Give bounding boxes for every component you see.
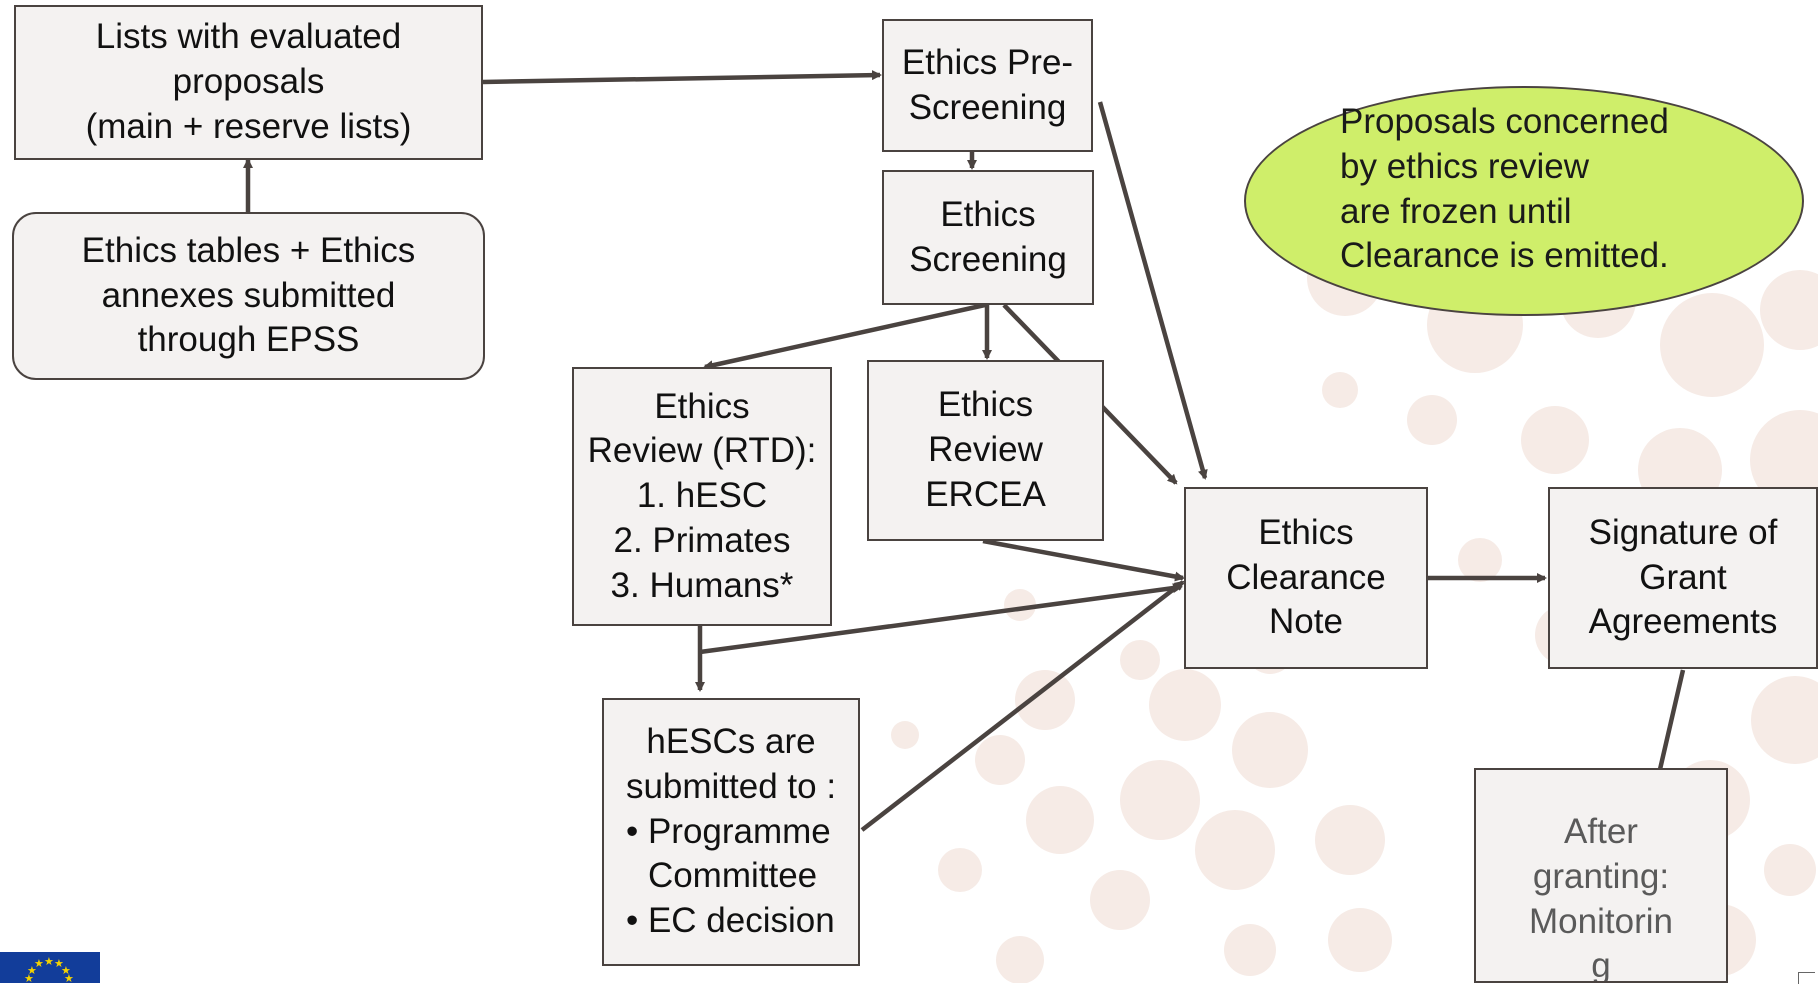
arrow-ercea-to-clearance xyxy=(982,538,1185,582)
arrow-rtd-to-clearance xyxy=(699,583,1183,655)
monitoring-line: granting: xyxy=(1532,856,1670,896)
clearance-note-line: Ethics xyxy=(1258,512,1354,552)
bullet-icon: • xyxy=(625,811,639,851)
frozen-note-line: are frozen until xyxy=(1340,191,1572,231)
signature-line: Grant xyxy=(1639,557,1727,597)
review-ercea-line: Ethics xyxy=(937,385,1034,425)
review-rtd-line: Ethics xyxy=(654,386,750,426)
pre-screening-line: Screening xyxy=(908,87,1067,127)
hescs-bullet-item: • Programme xyxy=(626,810,836,855)
lists-line: (main + reserve lists) xyxy=(85,106,412,146)
hescs-bullet-continuation: Committee xyxy=(647,856,818,896)
eu-flag-logo: ★ ★ ★ ★ ★ ★ ★ xyxy=(0,952,100,985)
signature-box: Signature of Grant Agreements xyxy=(1548,487,1818,669)
corner-mark xyxy=(1798,972,1815,984)
monitoring-line: Monitorin xyxy=(1529,901,1673,941)
review-ercea-line: ERCEA xyxy=(925,474,1046,514)
arrow-prescreening-to-clearance xyxy=(1097,101,1208,480)
frozen-note-line: Clearance is emitted. xyxy=(1340,236,1669,276)
frozen-note-text: Proposals concerned by ethics review are… xyxy=(1340,100,1669,279)
review-rtd-item: 3. Humans* xyxy=(610,565,794,605)
review-ercea-box: Ethics Review ERCEA xyxy=(867,360,1104,541)
frozen-note-line: Proposals concerned xyxy=(1340,102,1669,141)
frozen-note-line: by ethics review xyxy=(1340,146,1589,186)
hescs-bullet-item: • EC decision xyxy=(626,899,836,944)
hescs-bullet-text: EC decision xyxy=(647,901,835,941)
signature-line: Signature of xyxy=(1588,512,1778,552)
arrow-lists-to-prescreening xyxy=(482,70,882,85)
arrow-screening-to-rtd xyxy=(703,302,986,371)
screening-box: Ethics Screening xyxy=(882,170,1094,305)
screening-line: Ethics xyxy=(940,194,1036,234)
hescs-box: hESCs are submitted to : • Programme Com… xyxy=(602,698,860,966)
monitoring-line: g xyxy=(1591,946,1611,983)
monitoring-line: After xyxy=(1564,812,1638,851)
lists-line: proposals xyxy=(172,62,325,102)
ethics-tables-box: Ethics tables + Ethics annexes submitted… xyxy=(12,212,485,380)
pre-screening-box: Ethics Pre- Screening xyxy=(882,19,1093,152)
ethics-tables-line: Ethics tables + Ethics xyxy=(81,230,416,270)
pre-screening-line: Ethics Pre- xyxy=(901,42,1074,82)
lists-line: Lists with evaluated xyxy=(95,17,402,57)
bullet-icon: • xyxy=(625,901,639,941)
screening-line: Screening xyxy=(909,239,1067,279)
clearance-note-line: Clearance xyxy=(1226,557,1386,597)
clearance-note-box: Ethics Clearance Note xyxy=(1184,487,1428,669)
review-rtd-line: Review (RTD): xyxy=(587,431,817,471)
review-rtd-box: Ethics Review (RTD): 1. hESC 2. Primates… xyxy=(572,367,832,626)
monitoring-box: After granting: Monitorin g xyxy=(1474,768,1728,983)
frozen-note-oval xyxy=(1244,86,1804,316)
review-rtd-item: 1. hESC xyxy=(636,476,768,516)
ethics-tables-line: annexes submitted xyxy=(101,275,396,315)
hescs-bullet-text: Programme xyxy=(647,811,831,851)
clearance-note-line: Note xyxy=(1269,602,1343,642)
arrow-signature-to-monitoring xyxy=(1654,669,1686,780)
hescs-line: submitted to : xyxy=(625,766,837,806)
review-rtd-item: 2. Primates xyxy=(613,520,791,560)
hescs-line: hESCs are xyxy=(646,722,816,761)
lists-box: Lists with evaluated proposals (main + r… xyxy=(14,5,483,160)
arrow-hescs-to-clearance xyxy=(860,580,1185,832)
review-ercea-line: Review xyxy=(928,430,1043,470)
signature-line: Agreements xyxy=(1588,602,1778,642)
ethics-tables-line: through EPSS xyxy=(137,320,360,360)
